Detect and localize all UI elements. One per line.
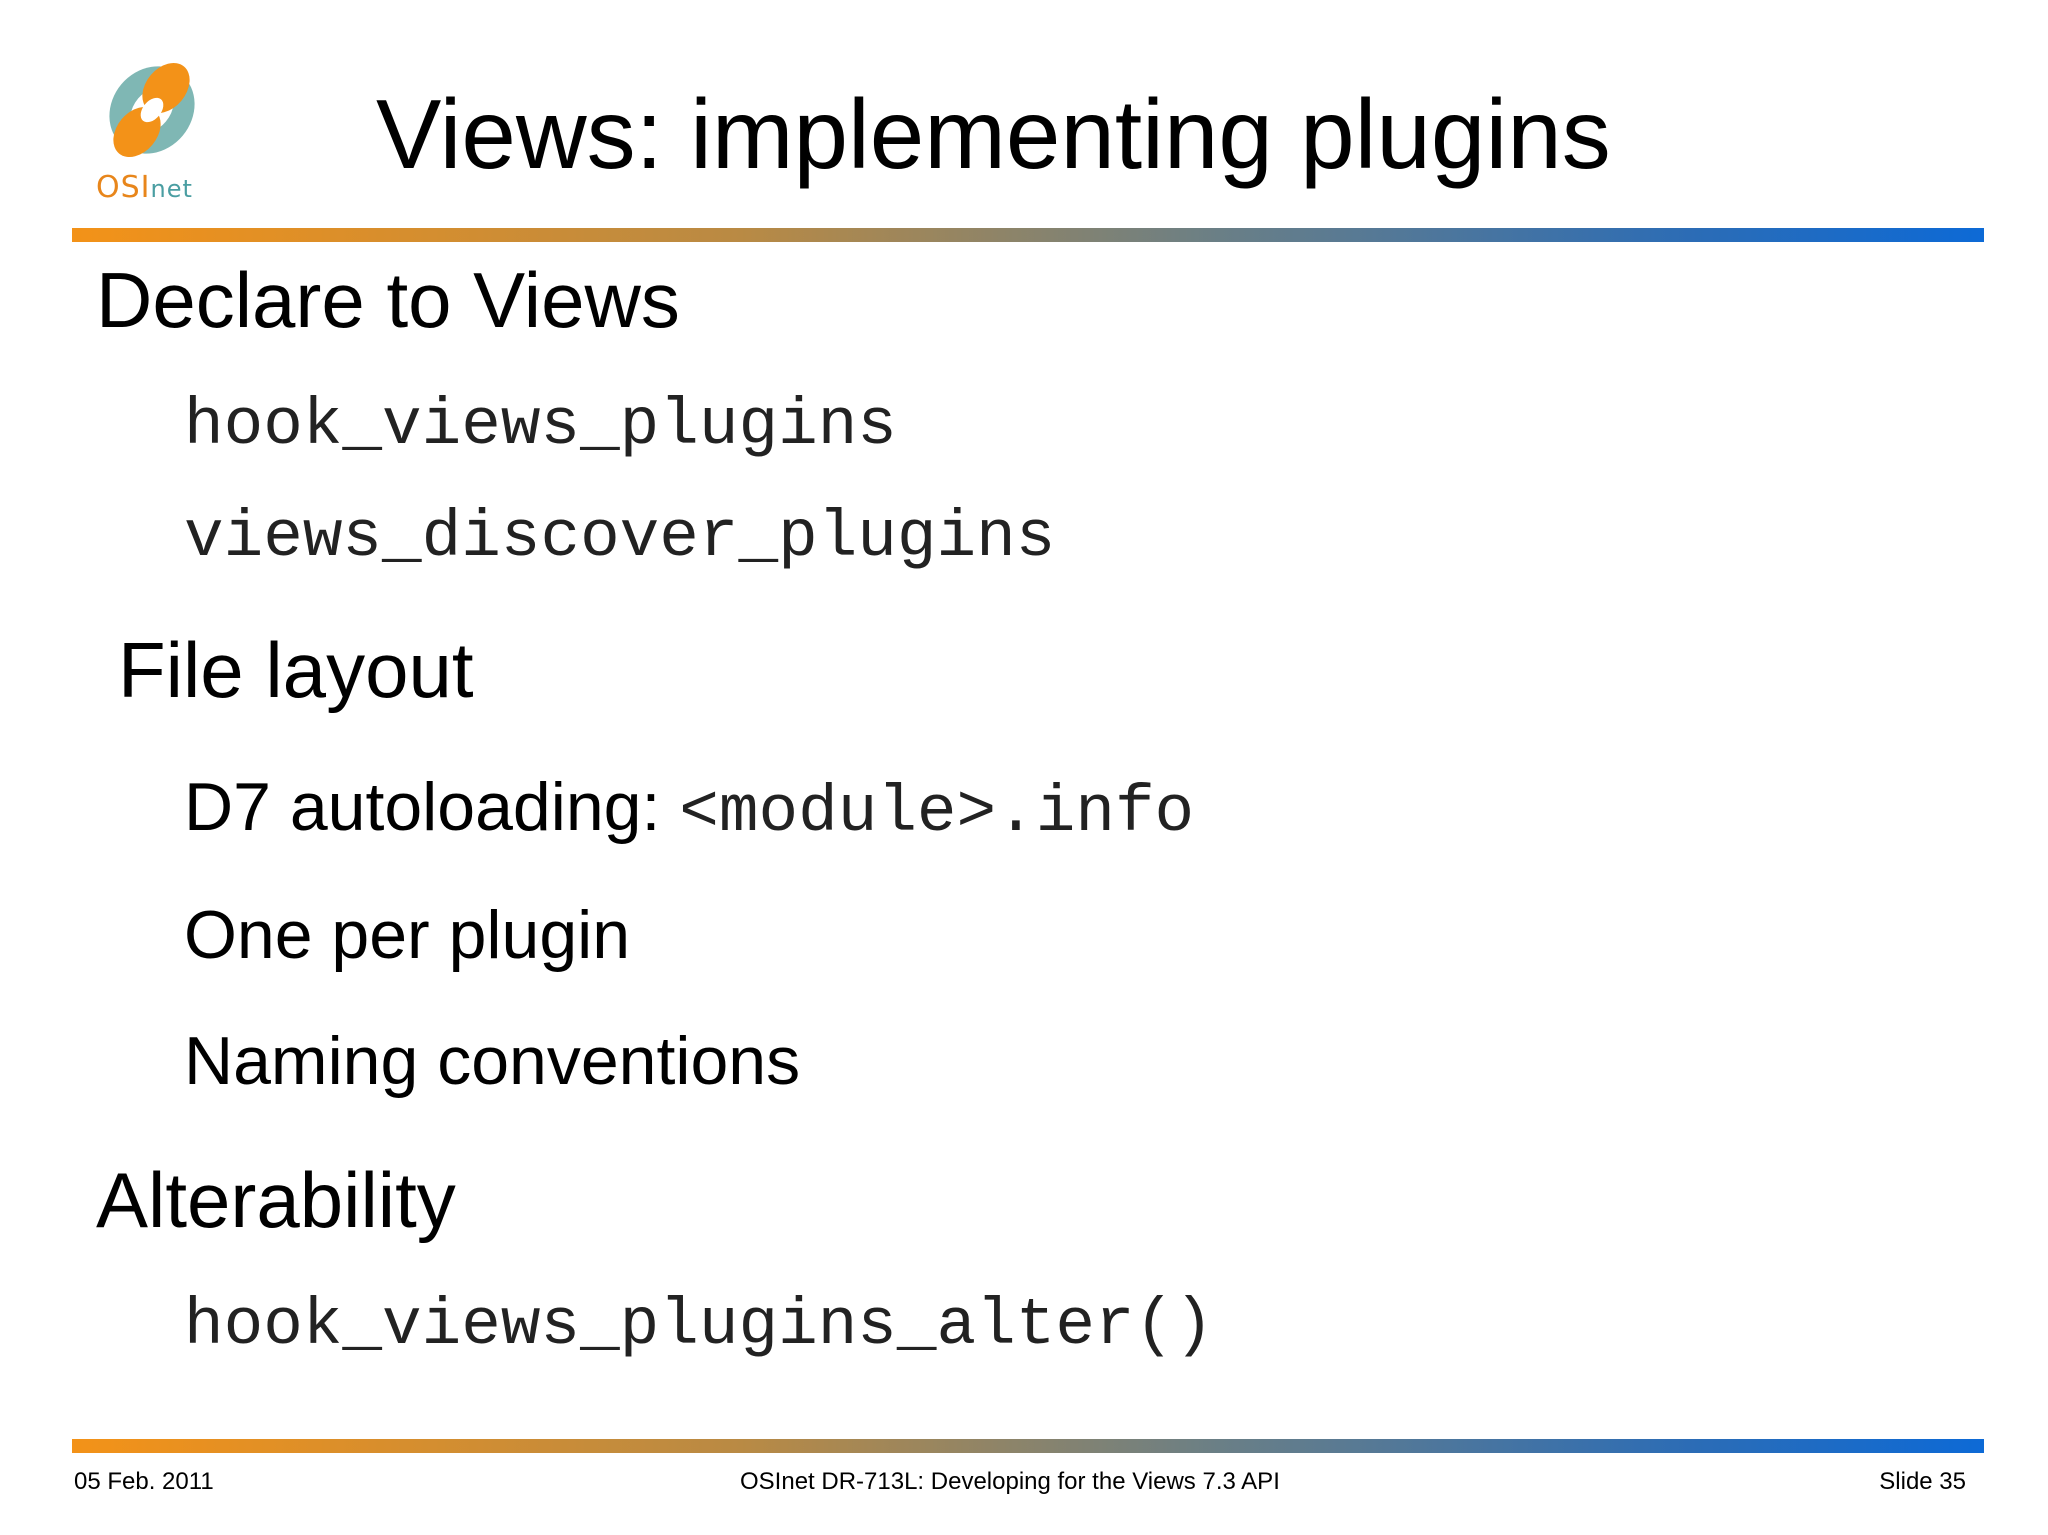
osinet-logo: OSInet	[92, 58, 212, 208]
footer-date: 05 Feb. 2011	[74, 1468, 214, 1495]
heading-file-layout: File layout	[118, 626, 474, 714]
footer-slide-number: Slide 35	[1879, 1468, 1966, 1495]
autoload-label: D7 autoloading:	[184, 769, 661, 845]
heading-declare: Declare to Views	[96, 256, 680, 344]
osinet-logo-icon	[109, 62, 195, 158]
autoload-item: D7 autoloading: <module>.info	[184, 768, 1194, 851]
logo-wordmark: OSInet	[96, 170, 193, 205]
code-views-discover-plugins: views_discover_plugins	[184, 500, 1056, 575]
one-per-plugin: One per plugin	[184, 897, 631, 973]
code-hook-views-plugins-alter: hook_views_plugins_alter()	[184, 1288, 1214, 1363]
logo-wordmark-net: net	[150, 175, 193, 203]
code-hook-views-plugins: hook_views_plugins	[184, 388, 897, 463]
footer-course: OSInet DR-713L: Developing for the Views…	[740, 1468, 1280, 1495]
slide-title: Views: implementing plugins	[376, 79, 1611, 189]
footer-divider	[72, 1439, 1984, 1453]
heading-alterability: Alterability	[96, 1156, 456, 1244]
naming-conventions: Naming conventions	[184, 1023, 801, 1099]
title-divider	[72, 228, 1984, 242]
autoload-code: <module>.info	[679, 775, 1195, 850]
logo-wordmark-osi: OSI	[96, 170, 151, 205]
